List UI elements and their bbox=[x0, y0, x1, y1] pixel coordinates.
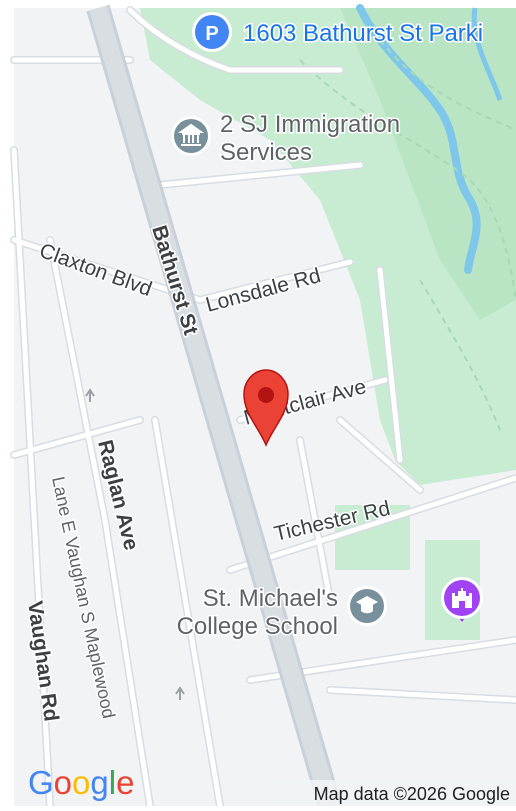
location-marker[interactable] bbox=[243, 369, 289, 447]
school-label-line2[interactable]: College School bbox=[175, 612, 339, 642]
one-way-arrow-icon bbox=[175, 686, 185, 700]
government-building-glyph bbox=[177, 123, 205, 146]
one-way-arrow-icon bbox=[85, 388, 95, 402]
bathurst-st-road[interactable] bbox=[89, 5, 339, 809]
castle-glyph bbox=[452, 588, 472, 608]
graduation-cap-glyph-base bbox=[361, 605, 373, 614]
attribution-bg bbox=[268, 780, 516, 806]
location-pin-dot bbox=[258, 387, 274, 403]
parking-icon-glyph: P bbox=[205, 23, 218, 45]
parking-poi[interactable]: P 1603 Bathurst St Parki bbox=[192, 12, 485, 52]
school-poi[interactable]: St. Michael's College School bbox=[175, 584, 387, 642]
location-pin-icon[interactable] bbox=[243, 369, 289, 447]
creek-branch bbox=[471, 7, 503, 101]
parking-icon[interactable] bbox=[195, 15, 229, 49]
parking-label[interactable]: 1603 Bathurst St Parki bbox=[242, 19, 485, 49]
map-attribution[interactable]: Map data ©2026 Google bbox=[314, 784, 510, 804]
school-label-line1[interactable]: St. Michael's bbox=[201, 584, 339, 614]
castle-door bbox=[459, 601, 465, 608]
immigration-label-line1[interactable]: 2 SJ Immigration bbox=[219, 110, 402, 140]
park-trail bbox=[379, 39, 516, 131]
park-trail bbox=[299, 59, 516, 301]
immigration-poi[interactable]: 2 SJ Immigration Services bbox=[171, 110, 402, 168]
immigration-label-line2[interactable]: Services bbox=[219, 138, 314, 168]
google-logo[interactable]: Google bbox=[28, 764, 134, 801]
attraction-poi[interactable] bbox=[441, 577, 483, 622]
